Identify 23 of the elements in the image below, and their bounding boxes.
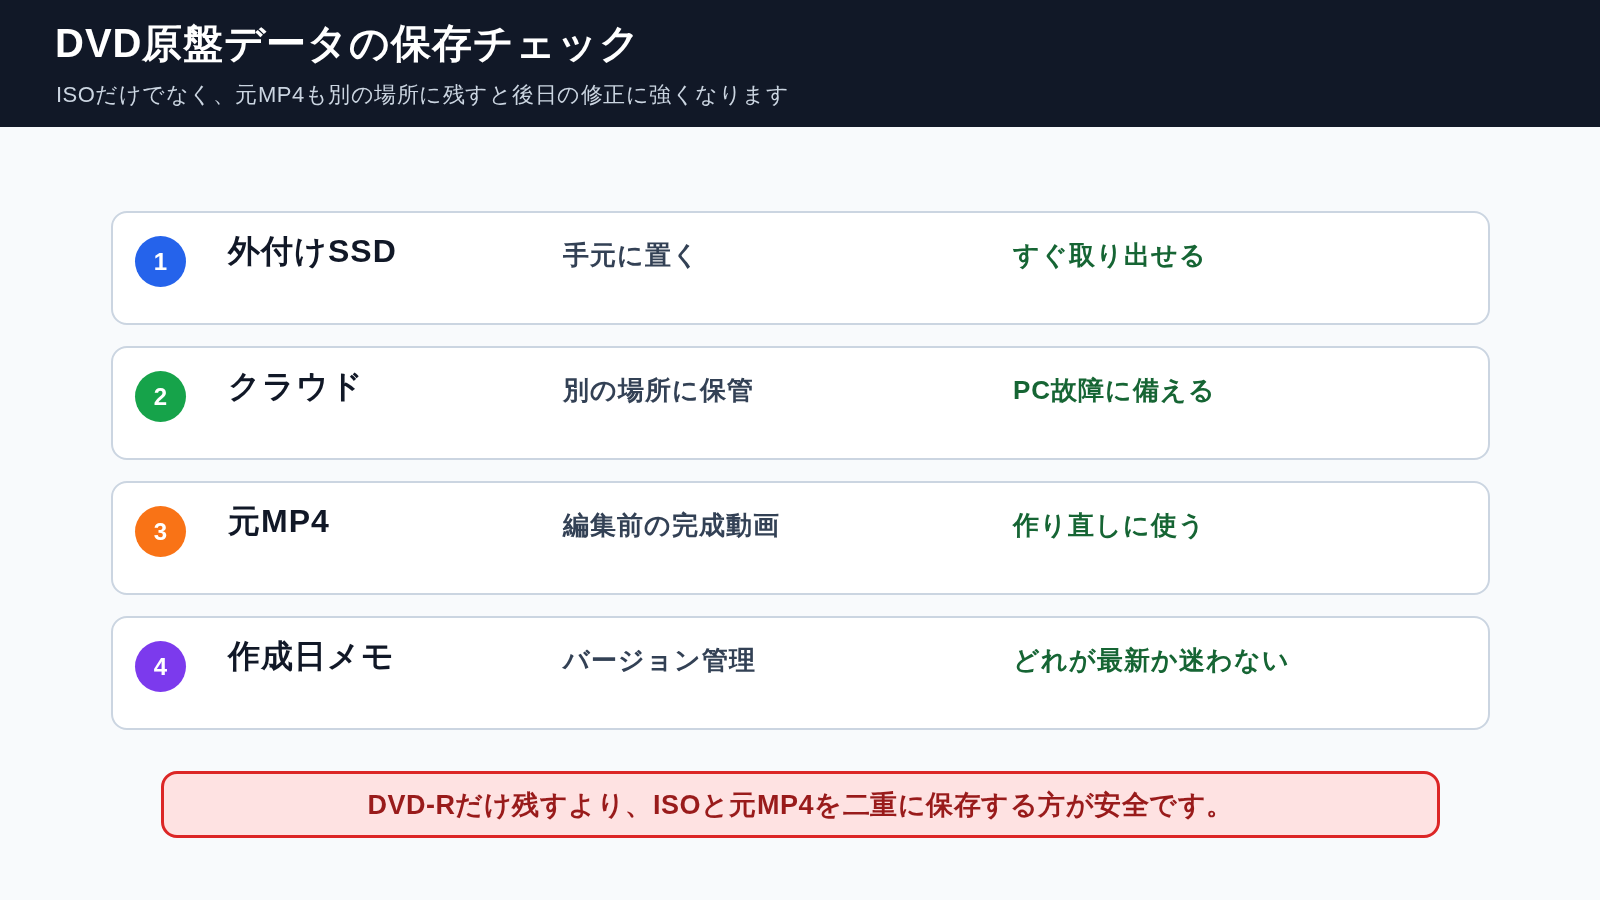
storage-name: クラウド [228,367,365,406]
page-title: DVD原盤データの保存チェック [55,20,642,67]
storage-card [111,346,1490,460]
step-number: 4 [135,641,186,692]
storage-benefit: 作り直しに使う [1013,509,1207,542]
storage-name: 外付けSSD [228,232,398,271]
storage-card [111,616,1490,730]
step-number: 3 [135,506,186,557]
storage-benefit: どれが最新か迷わない [1013,644,1291,677]
step-number: 1 [135,236,186,287]
storage-purpose: 手元に置く [563,239,701,272]
subtitle: ISOだけでなく、元MP4も別の場所に残すと後日の修正に強くなります [56,81,790,109]
step-number: 2 [135,371,186,422]
storage-purpose: バージョン管理 [563,644,757,677]
storage-purpose: 別の場所に保管 [563,374,755,407]
storage-card [111,211,1490,325]
storage-name: 元MP4 [228,502,331,541]
storage-purpose: 編集前の完成動画 [563,509,781,542]
warning-note: DVD-Rだけ残すより、ISOと元MP4を二重に保存する方が安全です。 [161,771,1440,838]
storage-name: 作成日メモ [228,637,396,676]
storage-benefit: すぐ取り出せる [1013,239,1208,272]
storage-card [111,481,1490,595]
storage-benefit: PC故障に備える [1013,374,1218,407]
